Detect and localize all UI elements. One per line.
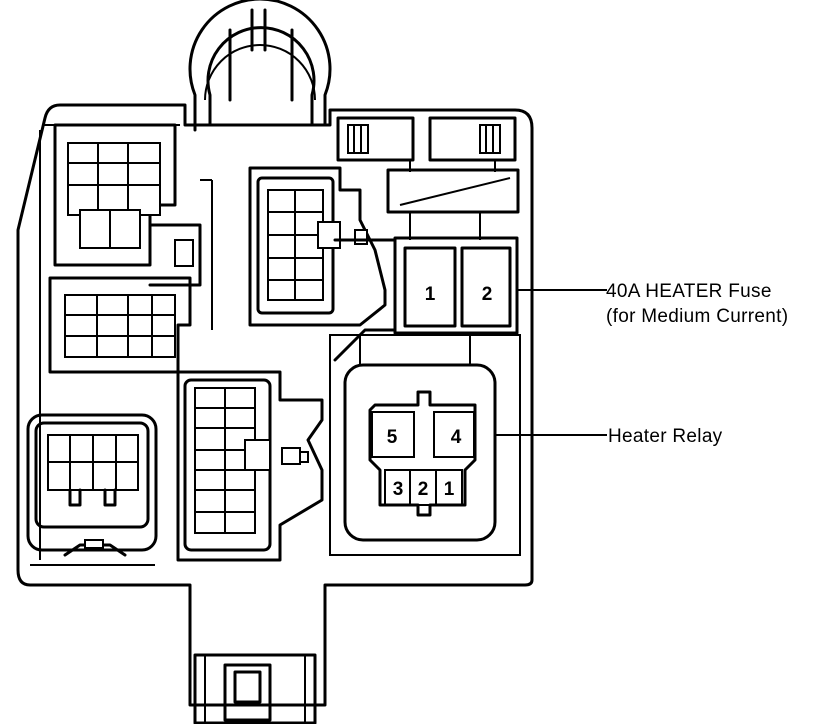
callout-leaders: [495, 289, 607, 436]
relay-pin-2-label: 2: [418, 479, 429, 500]
relay-pin-1-label: 1: [444, 479, 455, 500]
connector-upper-left: [53, 123, 213, 330]
connector-lower-left: [26, 413, 158, 557]
callout-labels: 40A HEATER Fuse (for Medium Current) Hea…: [606, 281, 788, 447]
connector-upper-center: [248, 166, 387, 327]
connector-lower-center: [176, 370, 324, 562]
heater-fuse-label: 40A HEATER Fuse: [606, 281, 772, 302]
fuse-slot-2-label: 2: [482, 284, 493, 305]
top-right-latches: [336, 116, 517, 172]
heater-relay-label: Heater Relay: [608, 426, 723, 447]
heater-fuse-40a: 1 2: [393, 236, 519, 335]
connector-mid-left: [48, 276, 192, 374]
bottom-connector: [193, 653, 317, 724]
fuse-slot-1-label: 1: [425, 284, 436, 305]
relay-pin-5-label: 5: [387, 427, 398, 448]
heater-relay: 5 4 3 2 1: [329, 334, 521, 556]
relay-pin-4-label: 4: [451, 427, 462, 448]
heater-fuse-sublabel: (for Medium Current): [606, 306, 788, 327]
relay-pin-3-label: 3: [393, 479, 404, 500]
mounting-ring: [188, 0, 332, 132]
